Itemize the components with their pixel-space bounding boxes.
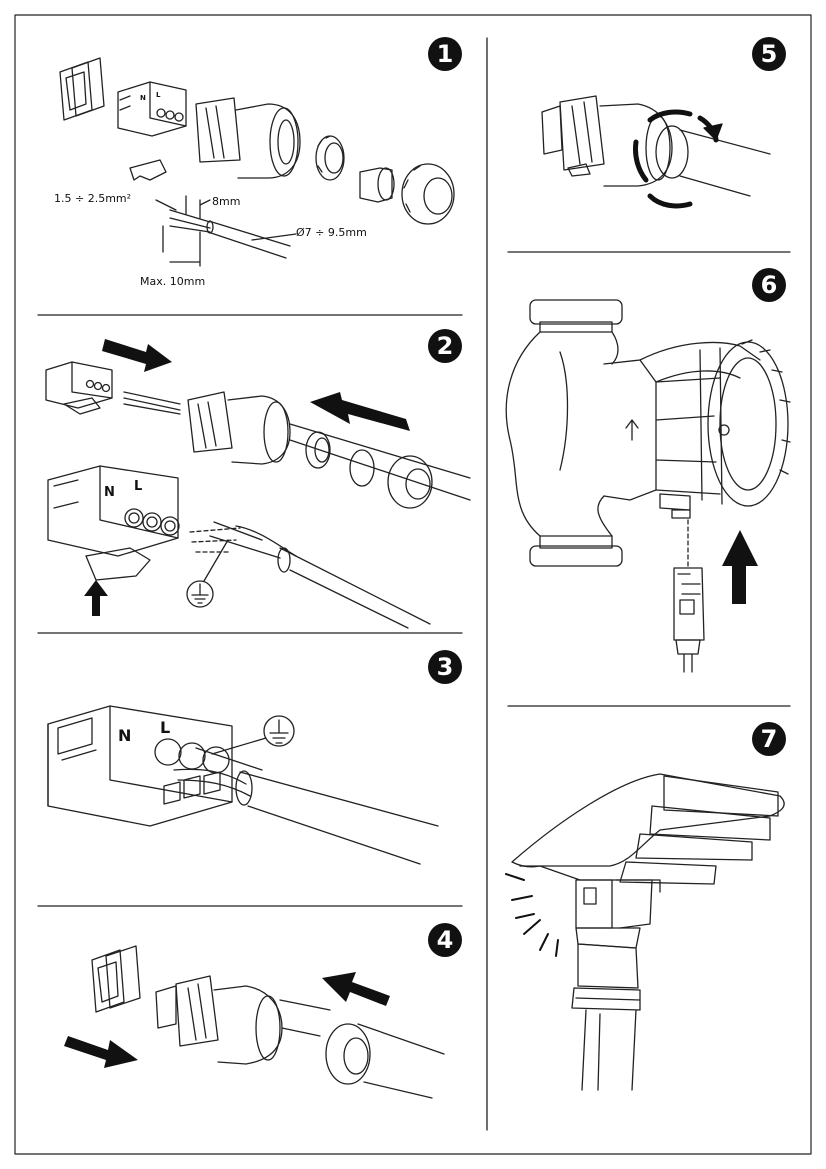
step6-motor — [625, 339, 791, 519]
step-badge-7: 7 — [752, 722, 786, 756]
step2-wires — [123, 391, 181, 415]
step1-clip-icon — [59, 57, 105, 121]
step1-gland-nut — [401, 163, 455, 225]
step4-assembly — [155, 975, 445, 1099]
step-badge-5: 5 — [752, 37, 786, 71]
step2-terminal-l: L — [134, 479, 143, 494]
step5-assembly — [541, 95, 771, 197]
step7-led-flash-icon — [505, 873, 559, 957]
cable-diameter-label: Ø7 ÷ 9.5mm — [296, 226, 367, 239]
step2-arrow-icon-left — [310, 392, 410, 431]
step3-terminal-n: N — [118, 726, 132, 745]
step1-terminal-n: N — [140, 94, 146, 102]
step7-plug-and-cover — [511, 773, 785, 1091]
step2-arrow-icon-up — [84, 580, 108, 616]
step3-terminal-l: L — [160, 718, 171, 737]
page-frame — [14, 14, 812, 1155]
step4-clip-icon — [91, 945, 141, 1013]
step1-grommet — [359, 167, 395, 203]
step2-ground-icon — [186, 539, 229, 608]
step2-terminal-n: N — [104, 485, 115, 500]
step-badge-1: 1 — [428, 37, 462, 71]
step-badge-2: 2 — [428, 329, 462, 363]
step2-nut — [387, 455, 433, 509]
step6-plug — [673, 519, 705, 673]
step3-ground-icon — [211, 715, 295, 755]
wire-section-label: 1.5 ÷ 2.5mm² — [54, 192, 132, 205]
step-badge-6: 6 — [752, 268, 786, 302]
step2-connector-large — [47, 465, 180, 581]
step1-housing — [195, 97, 301, 179]
step4-arrow-icon-right — [64, 1036, 138, 1068]
strip-length-label: 8mm — [212, 195, 241, 208]
step-badge-3: 3 — [428, 650, 462, 684]
step4-arrow-icon-left — [322, 972, 390, 1006]
step2-housing — [187, 391, 471, 501]
step5-rotate-arrowhead — [703, 123, 723, 141]
step2-connector-small — [45, 361, 113, 415]
step2-seal — [305, 431, 331, 469]
step2-cable — [189, 521, 431, 629]
step2-arrow-icon-right — [102, 339, 172, 372]
step6-arrow-icon-up — [722, 530, 758, 604]
step3-connector — [47, 705, 233, 827]
step1-connector-plug — [117, 81, 187, 137]
step3-cable — [173, 747, 439, 865]
step1-terminal-l: L — [156, 91, 161, 99]
step1-latch — [129, 159, 167, 181]
step-badge-4: 4 — [428, 923, 462, 957]
step1-stripped-cable — [155, 195, 297, 267]
step1-seal-ring — [315, 135, 345, 181]
step6-pump-body — [505, 299, 657, 567]
max-strip-label: Max. 10mm — [140, 275, 206, 288]
step2-grommet — [349, 449, 375, 487]
